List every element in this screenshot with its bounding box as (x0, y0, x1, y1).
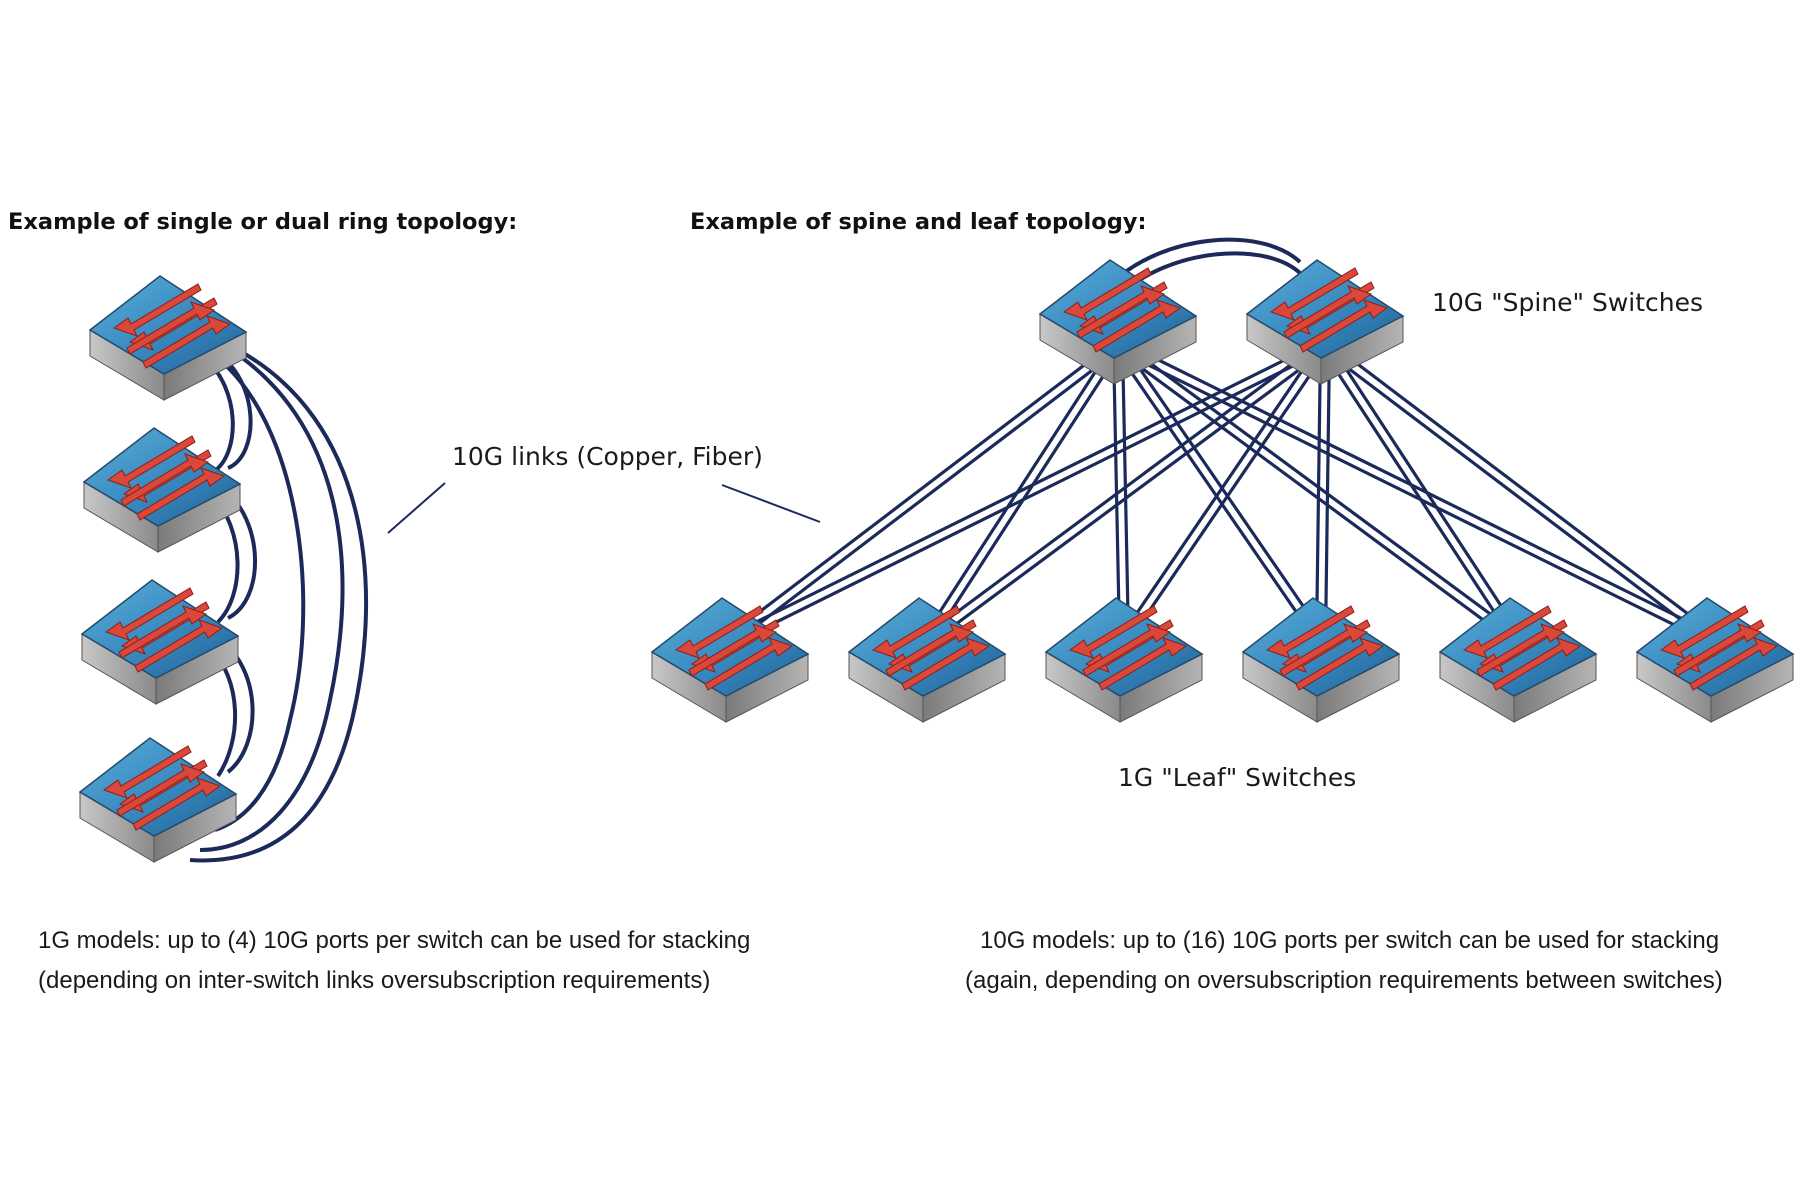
ring-link (199, 346, 345, 852)
spine1-leaf1-link (726, 340, 1117, 638)
spine1-leaf6-link (1119, 339, 1718, 638)
spine2-leaf2-link (923, 340, 1324, 638)
spine2-leaf3-link (1118, 341, 1323, 639)
spine-switches (1039, 259, 1404, 385)
spine2-leaf1-link (727, 339, 1324, 638)
spine1-leaf2-link (929, 346, 1124, 644)
links-label: 10G links (Copper, Fiber) (452, 442, 763, 471)
spine-caption-line2: (again, depending on oversubscription re… (965, 967, 1723, 994)
spine2-leaf3-link (1126, 346, 1331, 644)
ring-link (214, 358, 306, 832)
spine2-leaf5-link (1327, 341, 1524, 639)
spine1-leaf3-link (1120, 344, 1131, 640)
leaf-switch-3 (1045, 597, 1203, 723)
spine1-leaf5-link (1114, 347, 1517, 645)
spine1-leaf4-link (1120, 341, 1327, 639)
ring-link (189, 348, 369, 863)
spine1-leaf6-link (1115, 347, 1714, 646)
spine2-leaf2-link (928, 347, 1329, 645)
spine2-leaf4-link (1323, 345, 1332, 641)
leaf-switch-5 (1439, 597, 1597, 723)
leaf-switch-4 (1242, 597, 1400, 723)
spine-label: 10G "Spine" Switches (1432, 288, 1703, 317)
spine2-leaf5-link (1319, 346, 1516, 644)
links-pointer-right (721, 484, 821, 523)
spine2-leaf4-link (1314, 344, 1323, 640)
links-pointer-left (387, 482, 446, 534)
leaf-switch-2 (848, 597, 1006, 723)
spine1-leaf5-link (1119, 340, 1522, 638)
ring-switch-2 (83, 427, 241, 553)
ring-caption-line2: (depending on inter-switch links oversub… (38, 967, 710, 994)
spine2-leaf6-link (1321, 347, 1714, 645)
spine1-leaf1-link (731, 347, 1122, 645)
spine2-leaf6-link (1326, 340, 1719, 638)
spine-interconnect-link (1108, 237, 1302, 287)
spine2-leaf1-link (731, 347, 1328, 646)
leaf-label: 1G "Leaf" Switches (1118, 763, 1356, 792)
leaf-switches (651, 597, 1794, 723)
spine-leaf-heading: Example of spine and leaf topology: (690, 209, 1146, 235)
ring-switch-4 (79, 737, 237, 863)
ring-caption-line1: 1G models: up to (4) 10G ports per switc… (38, 927, 750, 954)
spine-leaf-links (726, 339, 1719, 646)
ring-switch-3 (81, 579, 239, 705)
ring-heading: Example of single or dual ring topology: (8, 209, 517, 235)
spine-caption-line1: 10G models: up to (16) 10G ports per swi… (980, 927, 1719, 954)
